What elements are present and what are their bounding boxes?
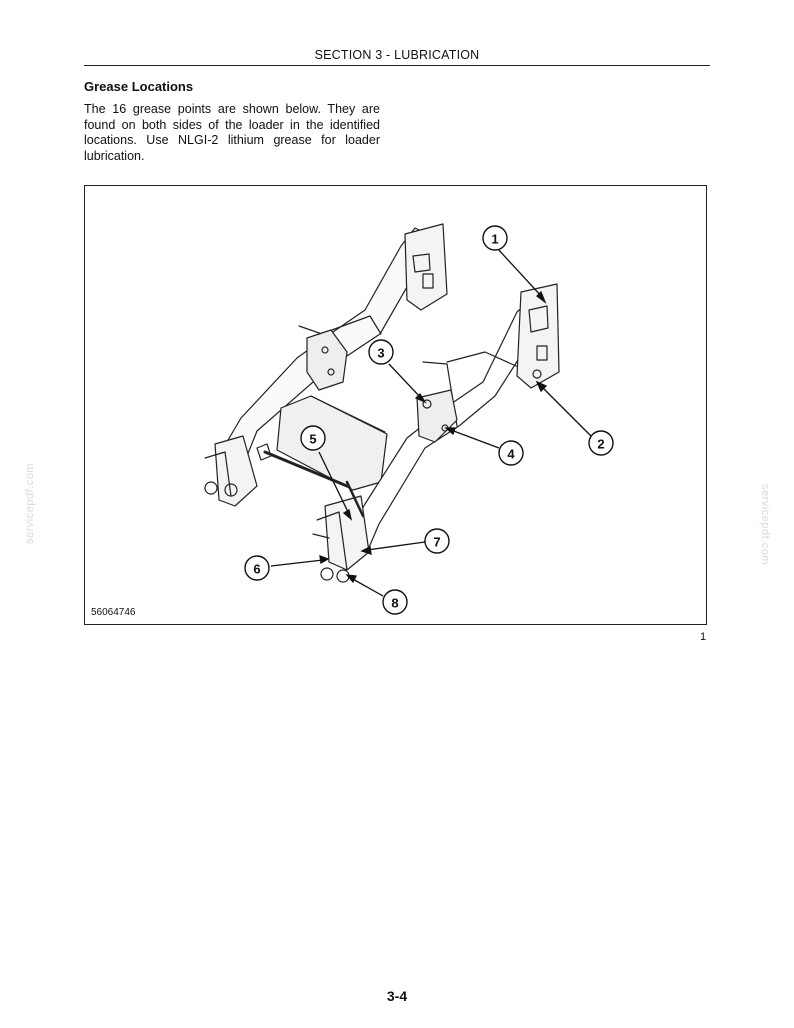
callout-label-2: 2 (597, 437, 604, 452)
callout-label-1: 1 (491, 232, 498, 247)
callout-3 (368, 339, 394, 365)
figure-frame: 1 2 3 4 5 6 7 8 56064746 (84, 185, 707, 625)
callout-2 (588, 430, 614, 456)
callout-label-7: 7 (433, 535, 440, 550)
watermark-right: servicepdf.com (759, 484, 771, 565)
body-paragraph: The 16 grease points are shown below. Th… (84, 102, 380, 163)
watermark-left: servicepdf.com (24, 463, 36, 544)
figure-number: 1 (700, 631, 707, 643)
callout-1 (482, 225, 508, 251)
callout-label-8: 8 (391, 596, 398, 611)
callout-4 (498, 440, 524, 466)
figure-id: 56064746 (91, 607, 136, 618)
callout-6 (244, 555, 270, 581)
callout-label-4: 4 (507, 447, 515, 462)
callout-label-6: 6 (253, 562, 260, 577)
callout-5 (300, 425, 326, 451)
page-number: 3-4 (386, 988, 408, 1004)
callout-label-5: 5 (309, 432, 316, 447)
callout-7 (424, 528, 450, 554)
loader-illustration: 1 2 3 4 5 6 7 8 (204, 223, 614, 615)
section-heading: Grease Locations (84, 79, 194, 94)
section-header: SECTION 3 - LUBRICATION (314, 48, 480, 62)
header-rule (84, 65, 710, 66)
callout-label-3: 3 (377, 346, 384, 361)
callout-8 (382, 589, 408, 615)
